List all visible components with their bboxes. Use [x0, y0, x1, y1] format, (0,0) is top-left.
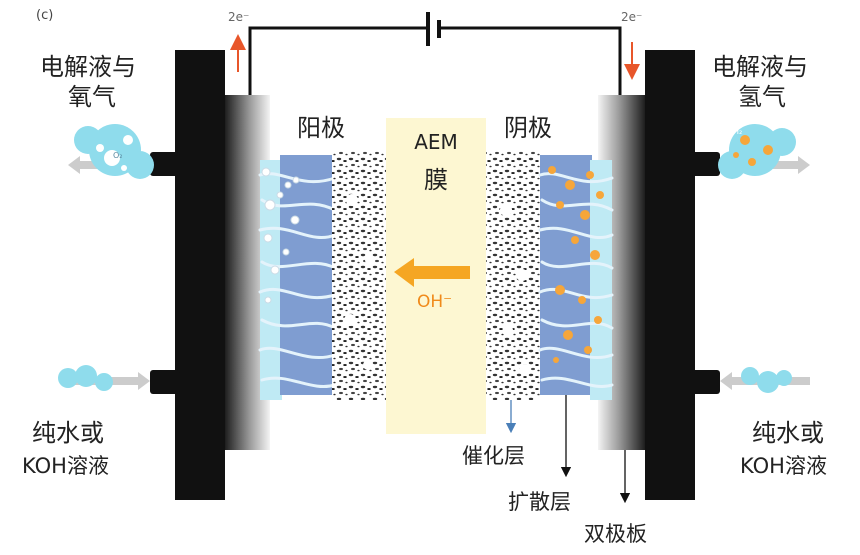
bipolar-plate-label: 双极板 [584, 522, 647, 546]
fibers-right [538, 172, 614, 388]
diffusion-layer-left [280, 155, 332, 395]
liquid-zone-right [590, 160, 612, 400]
h2-mark: H₂ [733, 127, 743, 136]
catalyst-layer-right [486, 150, 540, 400]
cathode-label: 阴极 [504, 114, 552, 142]
o2-mark: O₂ [113, 151, 123, 160]
oxygen-bubbles [261, 167, 300, 304]
electron-label-right: 2e⁻ [621, 10, 643, 24]
diffusion-layer-right [540, 155, 592, 395]
hydrogen-bubbles [548, 166, 604, 363]
membrane-label-line2: 膜 [424, 166, 448, 194]
outlet-liquid-right [718, 124, 796, 179]
inlet-liquid-left [58, 365, 113, 391]
electron-label-left: 2e⁻ [228, 10, 250, 24]
inlet-label-right-line1: 纯水或 [752, 419, 824, 447]
panel-label: (c) [36, 8, 54, 23]
outlet-label-right-line2: 氢气 [738, 83, 786, 111]
liquid-zone-left [260, 160, 282, 400]
outlet-liquid-left [74, 124, 154, 179]
inlet-label-right-line2: KOH溶液 [740, 454, 827, 478]
pipes [150, 152, 720, 394]
end-plate-left [175, 50, 225, 500]
external-circuit [248, 12, 622, 95]
outlet-label-left-line2: 氧气 [68, 83, 116, 111]
inlet-label-left-line2: KOH溶液 [22, 454, 109, 478]
diffusion-layer-label: 扩散层 [508, 490, 571, 514]
oh-arrow [394, 258, 470, 287]
outlet-label-left-line1: 电解液与 [40, 53, 136, 81]
catalyst-layer-left [332, 150, 386, 400]
catalyst-layer-label: 催化层 [462, 444, 525, 468]
ion-label: OH⁻ [417, 292, 453, 312]
catalyst-pores-left [344, 194, 375, 370]
inlet-liquid-right [741, 367, 792, 393]
end-plate-right [645, 50, 695, 500]
inlet-label-left-line1: 纯水或 [32, 419, 104, 447]
anode-label: 阳极 [297, 114, 345, 142]
catalyst-pores-right [500, 204, 531, 376]
outlet-label-right-line1: 电解液与 [712, 53, 808, 81]
membrane-label-line1: AEM [414, 130, 458, 154]
